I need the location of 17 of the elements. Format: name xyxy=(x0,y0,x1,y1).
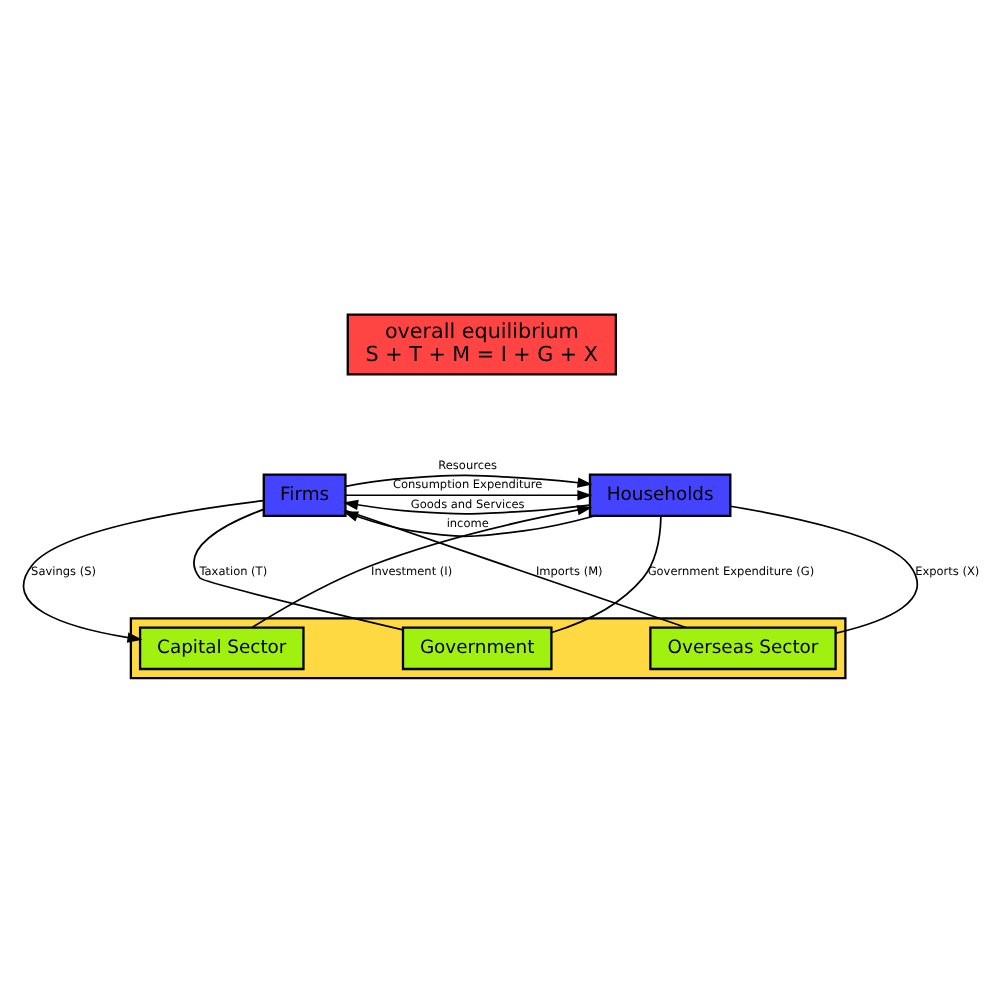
arrow xyxy=(342,498,590,514)
arrow xyxy=(343,489,592,500)
node-box: Overseas Sector xyxy=(648,625,836,670)
connector xyxy=(728,504,918,633)
arrow xyxy=(250,503,592,628)
arrow xyxy=(343,473,592,487)
node-box: Firms xyxy=(261,472,346,517)
arrow xyxy=(342,510,595,537)
arrow xyxy=(21,498,264,642)
node-box: Government xyxy=(400,625,552,670)
node-box: Households xyxy=(587,472,731,517)
cluster xyxy=(128,616,846,679)
node-box: overall equilibrium S + T + M = I + G + X xyxy=(345,312,616,375)
connector xyxy=(549,514,661,633)
connector xyxy=(192,507,403,630)
node-box: Capital Sector xyxy=(137,625,304,670)
connector xyxy=(343,508,686,628)
